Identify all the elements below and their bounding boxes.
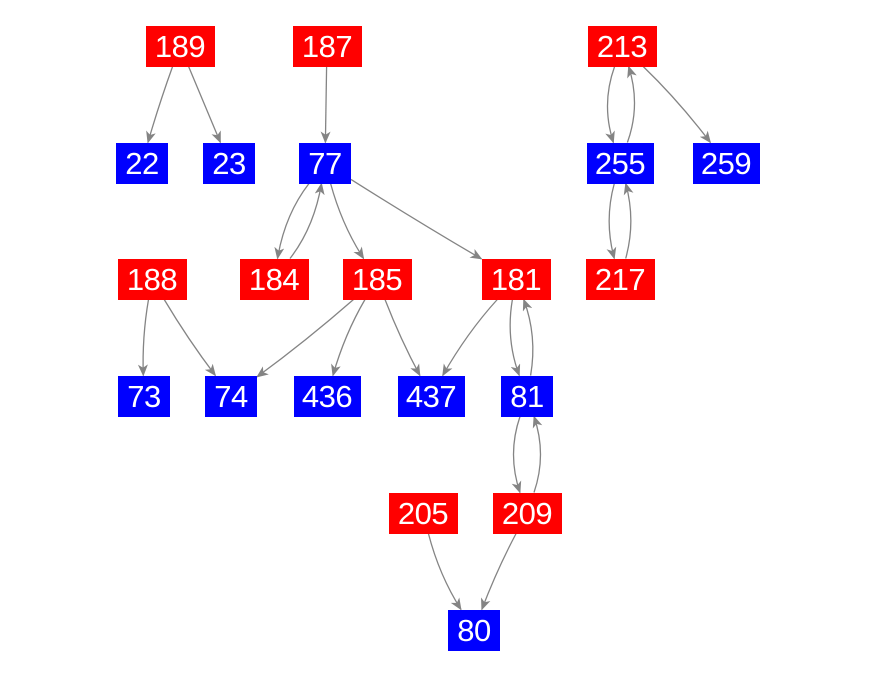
edge-81-181 xyxy=(522,298,534,376)
node-label: 73 xyxy=(127,378,161,414)
edge-184-77 xyxy=(289,182,325,259)
node-label: 437 xyxy=(405,378,457,414)
graph-node-437[interactable]: 437 xyxy=(397,375,465,417)
graph-node-217[interactable]: 217 xyxy=(585,258,655,300)
graph-node-259[interactable]: 259 xyxy=(692,142,760,184)
node-label: 22 xyxy=(125,145,159,181)
graph-node-189[interactable]: 189 xyxy=(145,25,215,67)
edge-77-185 xyxy=(329,183,365,260)
graph-node-436[interactable]: 436 xyxy=(293,375,361,417)
node-label: 80 xyxy=(457,612,491,648)
edge-81-209 xyxy=(511,416,522,494)
edge-255-213 xyxy=(626,65,637,143)
node-label: 77 xyxy=(308,145,342,181)
graph-node-81[interactable]: 81 xyxy=(501,375,553,417)
edge-188-73 xyxy=(137,299,150,377)
graph-node-205[interactable]: 205 xyxy=(388,492,458,534)
node-label: 209 xyxy=(501,495,553,531)
edge-189-23 xyxy=(188,66,221,144)
edge-77-184 xyxy=(274,183,310,260)
graph-node-255[interactable]: 255 xyxy=(586,142,654,184)
graph-node-77[interactable]: 77 xyxy=(299,142,351,184)
node-label: 74 xyxy=(214,378,248,414)
graph-node-185[interactable]: 185 xyxy=(342,258,412,300)
graph-node-209[interactable]: 209 xyxy=(492,492,562,534)
node-label: 205 xyxy=(397,495,449,531)
edge-217-255 xyxy=(623,182,634,259)
edge-213-255 xyxy=(605,66,616,144)
graph-node-80[interactable]: 80 xyxy=(448,609,500,651)
graph-node-22[interactable]: 22 xyxy=(116,142,168,184)
graph-node-213[interactable]: 213 xyxy=(587,25,657,67)
graph-node-74[interactable]: 74 xyxy=(205,375,257,417)
edge-185-437 xyxy=(384,299,421,377)
edge-189-22 xyxy=(146,66,174,144)
node-label: 259 xyxy=(700,145,752,181)
edge-185-74 xyxy=(256,299,354,378)
node-label: 189 xyxy=(154,28,206,64)
edge-181-437 xyxy=(442,299,498,377)
graph-node-188[interactable]: 188 xyxy=(117,258,187,300)
edge-181-81 xyxy=(509,299,521,377)
node-label: 184 xyxy=(248,261,300,297)
node-label: 181 xyxy=(490,261,542,297)
node-label: 255 xyxy=(594,145,646,181)
edges-group xyxy=(137,65,712,611)
graph-node-181[interactable]: 181 xyxy=(481,258,551,300)
node-label: 81 xyxy=(510,378,544,414)
edge-209-81 xyxy=(532,415,543,493)
node-label: 187 xyxy=(301,28,353,64)
node-label: 217 xyxy=(594,261,646,297)
node-label: 185 xyxy=(351,261,403,297)
node-label: 188 xyxy=(126,261,178,297)
edge-188-74 xyxy=(163,299,217,377)
edge-187-77 xyxy=(320,66,331,144)
node-label: 23 xyxy=(212,145,246,181)
edge-185-436 xyxy=(331,299,366,377)
edge-209-80 xyxy=(481,533,517,611)
graph-node-187[interactable]: 187 xyxy=(292,25,362,67)
edge-77-181 xyxy=(350,178,483,260)
edge-255-217 xyxy=(606,183,617,260)
edge-205-80 xyxy=(427,533,462,611)
node-label: 213 xyxy=(596,28,648,64)
graph-node-73[interactable]: 73 xyxy=(118,375,170,417)
graph-node-184[interactable]: 184 xyxy=(239,258,309,300)
edge-213-259 xyxy=(642,66,712,144)
node-label: 436 xyxy=(301,378,353,414)
graph-node-23[interactable]: 23 xyxy=(203,142,255,184)
